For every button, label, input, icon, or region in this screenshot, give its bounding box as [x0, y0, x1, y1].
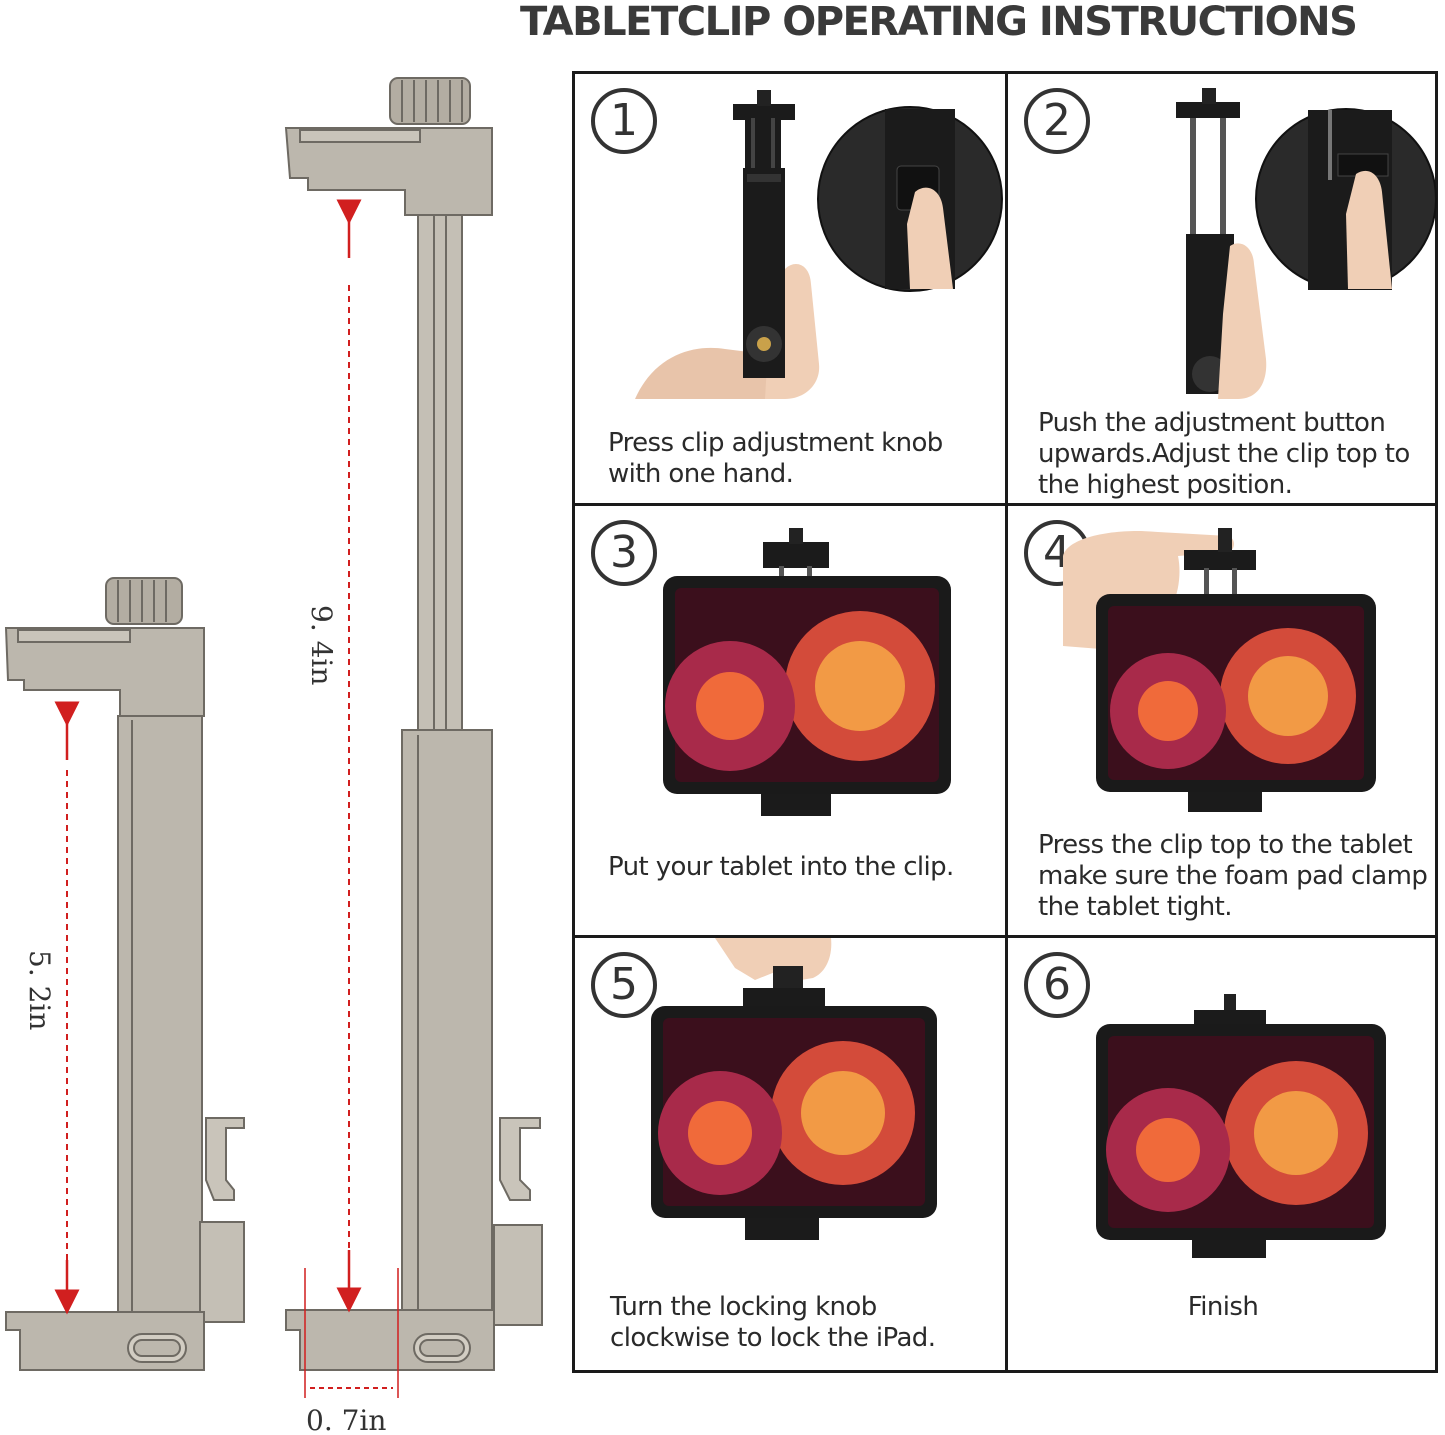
circle-number-icon: 3 [591, 520, 657, 586]
step-5-caption: Turn the locking knob clockwise to lock … [610, 1292, 936, 1353]
grid-divider-row-2 [572, 935, 1438, 938]
dimension-arrows [54, 199, 399, 1398]
step-2-illustration [1176, 88, 1437, 399]
step-3-illustration [663, 528, 951, 816]
step-1-illustration [635, 90, 1003, 399]
step-1-cell: 1 Press clip adjustment knob with one ha… [575, 74, 1005, 503]
step-2-caption: Push the adjustment button upwards.Adjus… [1038, 408, 1410, 500]
step-6-illustration [1096, 994, 1386, 1258]
short-clip-drawing [4, 577, 245, 1371]
circle-number-icon: 2 [1024, 88, 1090, 154]
step-2-cell: 2 Push the adjustment button upwards.Adj… [1008, 74, 1438, 503]
step-5-cell: 5 Turn the locking knob clockwise to loc… [575, 938, 1005, 1370]
finger-icon [907, 187, 953, 289]
clip-icon [761, 528, 831, 816]
grid-divider-row-1 [572, 503, 1438, 506]
step-3-caption: Put your tablet into the clip. [608, 852, 954, 882]
knob-icon [105, 577, 183, 625]
circle-number-icon: 1 [591, 88, 657, 154]
step-4-illustration [1063, 528, 1376, 812]
tablet-icon [1096, 1024, 1386, 1240]
step-4-caption: Press the clip top to the tablet make su… [1038, 830, 1428, 922]
step-6-caption: Finish [1187, 1292, 1259, 1322]
grid-divider-vertical [1005, 71, 1008, 1373]
step-3-cell: 3 Put your tablet into the clip. [575, 506, 1005, 935]
step-1-caption: Press clip adjustment knob with one hand… [608, 428, 943, 489]
circle-number-icon: 6 [1024, 952, 1090, 1018]
tablet-icon [651, 1006, 937, 1218]
circle-number-icon: 5 [591, 952, 657, 1018]
clip-dimension-drawing: 9. 4in 5. 2in 0. 7in [4, 77, 543, 1435]
knob-icon [773, 966, 803, 992]
tablet-icon [663, 576, 951, 794]
depth-label: 0. 7in [306, 1404, 386, 1435]
finger-icon [1218, 243, 1267, 399]
clip-icon [733, 90, 795, 378]
step-6-cell: 6 Finish [1008, 938, 1438, 1370]
short-height-label: 5. 2in [23, 950, 56, 1030]
tablet-icon [1096, 594, 1376, 792]
tall-height-label: 9. 4in [305, 605, 338, 685]
page-title: TABLETCLIP OPERATING INSTRUCTIONS [520, 0, 1358, 45]
step-4-cell: 4 Press the clip top to the tablet make … [1008, 506, 1438, 935]
tall-clip-drawing [284, 77, 543, 1371]
knob-icon [389, 77, 471, 125]
step-5-illustration [651, 938, 937, 1240]
